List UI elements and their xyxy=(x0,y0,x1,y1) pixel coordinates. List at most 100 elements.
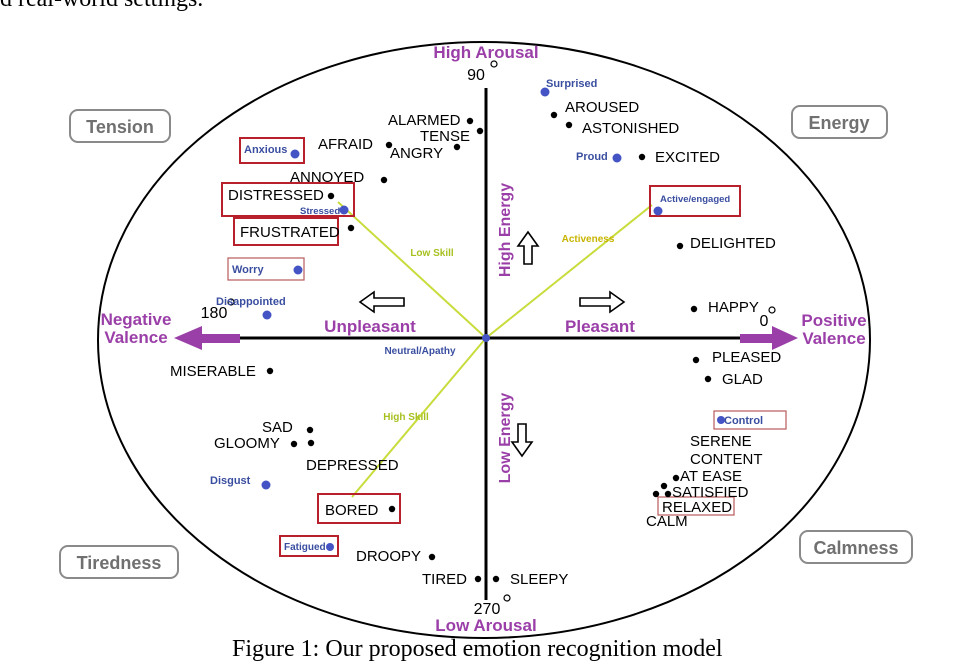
tension-label: Tension xyxy=(86,117,154,137)
stressed-dot xyxy=(339,205,349,215)
fatigued-box xyxy=(279,535,339,557)
bored-label: BORED xyxy=(325,502,379,519)
sleepy-dot xyxy=(492,575,500,583)
deg-180-symbol xyxy=(227,298,235,306)
depressed-label: DEPRESSED xyxy=(306,457,399,474)
right-hollow-arrow xyxy=(579,290,626,314)
calmness-box xyxy=(799,530,913,564)
afraid-label: AFRAID xyxy=(318,136,373,153)
happy-label: HAPPY xyxy=(708,299,759,316)
frustrated-label: FRUSTRATED xyxy=(240,224,340,241)
afraid-dot xyxy=(385,141,393,149)
positive-valence-label-2: Valence xyxy=(802,329,865,348)
deg-0-label: 0 xyxy=(760,313,769,330)
pleasant-label: Pleasant xyxy=(565,317,635,336)
low-energy-label: Low Energy xyxy=(497,393,514,484)
happy-dot xyxy=(690,305,698,313)
deg-0-symbol xyxy=(768,306,776,314)
down-hollow-arrow xyxy=(510,423,534,458)
miserable-label: MISERABLE xyxy=(170,363,256,380)
serene-label: SERENE xyxy=(690,433,752,450)
deg-90-symbol xyxy=(490,60,498,68)
delighted-label: DELIGHTED xyxy=(690,235,776,252)
active-engaged-dot xyxy=(653,206,663,216)
aroused-label: AROUSED xyxy=(565,99,639,116)
active-engaged-box xyxy=(649,185,741,217)
anxious-label: Anxious xyxy=(244,144,287,156)
astonished-label: ASTONISHED xyxy=(582,120,679,137)
sad-label: SAD xyxy=(262,419,293,436)
alarmed-label: ALARMED xyxy=(388,112,461,129)
satisfied-dot xyxy=(660,482,668,490)
annoyed-label: ANNOYED xyxy=(290,169,364,186)
distressed-dot xyxy=(327,192,335,200)
tired-label: TIRED xyxy=(422,571,467,588)
droopy-label: DROOPY xyxy=(356,548,421,565)
satisfied-label: SATISFIED xyxy=(672,484,749,501)
sleepy-label: SLEEPY xyxy=(510,571,568,588)
active-engaged-label: Active/engaged xyxy=(660,194,730,205)
high-skill-label: High Skill xyxy=(383,412,429,423)
angry-label: ANGRY xyxy=(390,145,443,162)
worry-dot xyxy=(293,265,303,275)
alarmed-dot xyxy=(466,117,474,125)
negative-valence-arrow xyxy=(174,326,240,350)
anxious-box xyxy=(239,137,305,164)
disappointed-dot xyxy=(262,310,272,320)
bored-box xyxy=(317,493,401,524)
proud-dot xyxy=(612,153,622,163)
disgust-label: Disgust xyxy=(210,475,251,487)
deg-90-label: 90 xyxy=(467,67,485,84)
aroused-dot xyxy=(550,111,558,119)
pleased-dot xyxy=(692,356,700,364)
annoyed-dot xyxy=(380,176,388,184)
figure-caption: Figure 1: Our proposed emotion recogniti… xyxy=(232,636,723,662)
excited-label: EXCITED xyxy=(655,149,720,166)
delighted-dot xyxy=(676,242,684,250)
distressed-box xyxy=(221,182,355,217)
at-ease-dot xyxy=(672,474,680,482)
droopy-dot xyxy=(428,553,436,561)
gloomy-label: GLOOMY xyxy=(214,435,280,452)
neutral-dot xyxy=(482,334,490,342)
tiredness-label: Tiredness xyxy=(77,553,162,573)
deg-270-label: 270 xyxy=(474,601,501,618)
deg-180-label: 180 xyxy=(201,305,228,322)
tense-label: TENSE xyxy=(420,128,470,145)
neutral-label: Neutral/Apathy xyxy=(384,346,456,357)
anxious-dot xyxy=(290,149,300,159)
tension-box xyxy=(69,109,171,143)
gloomy-dot-2 xyxy=(307,439,315,447)
surprised-dot xyxy=(540,87,550,97)
worry-label: Worry xyxy=(232,264,264,276)
angry-dot xyxy=(453,143,461,151)
positive-valence-label: Positive xyxy=(801,311,866,330)
tired-dot xyxy=(474,575,482,583)
calmness-label: Calmness xyxy=(813,538,898,558)
tiredness-box xyxy=(59,545,179,579)
header-text-fragment: d real-world settings. xyxy=(0,0,203,13)
deg-270-symbol xyxy=(503,594,511,602)
fatigued-label: Fatigued xyxy=(284,542,326,553)
distressed-label: DISTRESSED xyxy=(228,187,324,204)
control-dot xyxy=(717,416,725,424)
energy-label: Energy xyxy=(808,113,869,133)
relaxed-box xyxy=(657,496,735,516)
activeness-label: Activeness xyxy=(562,234,615,245)
sad-dot xyxy=(306,426,314,434)
low-skill-label: Low Skill xyxy=(410,248,454,259)
content-label: CONTENT xyxy=(690,451,763,468)
positive-valence-arrow xyxy=(740,326,798,350)
proud-label: Proud xyxy=(576,151,608,163)
high-skill-line xyxy=(351,337,487,498)
outer-ellipse xyxy=(97,41,871,639)
control-box xyxy=(713,410,787,430)
up-hollow-arrow xyxy=(516,230,540,265)
glad-dot xyxy=(704,375,712,383)
unpleasant-label: Unpleasant xyxy=(324,317,416,336)
relaxed-dot xyxy=(652,490,660,498)
excited-dot xyxy=(638,153,646,161)
energy-box xyxy=(791,105,888,139)
surprised-label: Surprised xyxy=(546,78,597,90)
